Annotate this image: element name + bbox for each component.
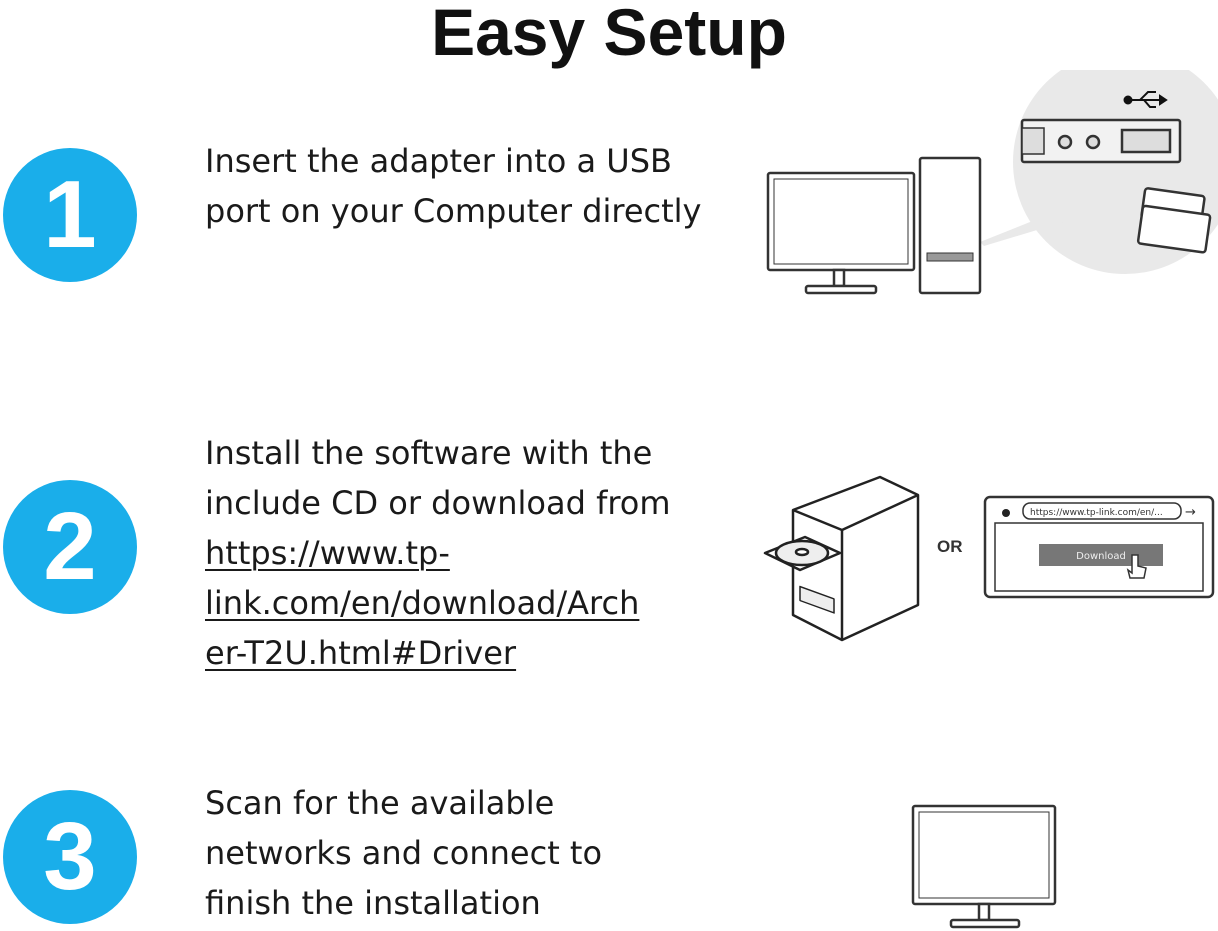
hand-cursor-icon (1126, 554, 1147, 579)
step-1-number-badge: 1 (3, 148, 137, 282)
install-options-illustration: OR https://www.tp-link.com/en/... → Down… (763, 475, 1215, 642)
usb-symbol-icon (1123, 91, 1168, 108)
driver-download-link[interactable]: https://www.tp-link.com/en/download/Arch… (205, 534, 640, 672)
step-2-text: Install the software with the include CD… (205, 428, 715, 678)
cd-computer-icon (763, 475, 920, 642)
step-2-instruction: Install the software with the include CD… (205, 434, 671, 522)
browser-window-icon: https://www.tp-link.com/en/... → Downloa… (983, 495, 1215, 599)
step-1-text: Insert the adapter into a USB port on yo… (205, 142, 702, 230)
step-2-number-badge: 2 (3, 480, 137, 614)
computer-tower-icon (918, 156, 982, 295)
svg-text:→: → (1185, 505, 1196, 520)
or-label: OR (937, 537, 963, 556)
browser-url: https://www.tp-link.com/en/... (1030, 508, 1163, 518)
usb-port-icon (1120, 128, 1172, 154)
usb-adapter-icon (1136, 204, 1212, 254)
svg-text:Download: Download (1076, 551, 1126, 562)
step-3-number-badge: 3 (3, 790, 137, 924)
page-title: Easy Setup (431, 0, 787, 69)
step-3-text: Scan for the available networks and conn… (205, 784, 603, 922)
computer-usb-illustration (766, 70, 1218, 295)
monitor-illustration (911, 804, 1057, 929)
